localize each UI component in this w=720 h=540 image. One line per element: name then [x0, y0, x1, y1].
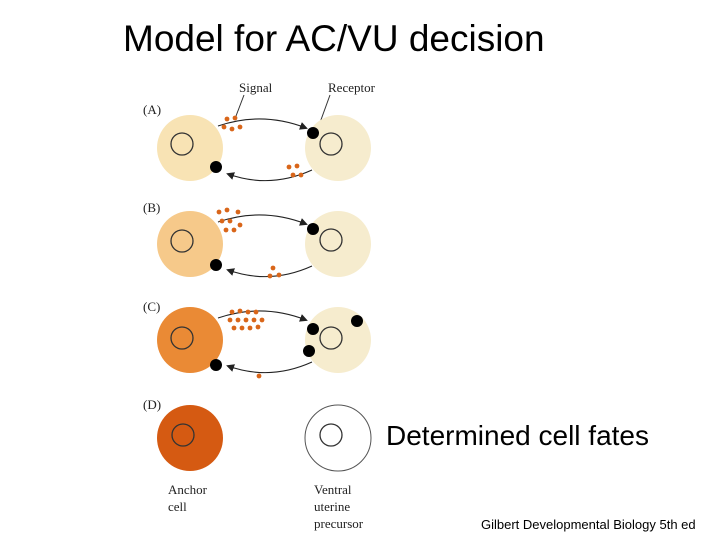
arrow-a-top	[217, 118, 308, 130]
receptor-b-anchor	[210, 259, 222, 271]
signal-dots-b-top	[216, 207, 243, 233]
receptor-c-vu-2	[351, 315, 363, 327]
vu-cell-name-line1: Ventral	[314, 482, 352, 497]
anchor-cell-a	[157, 115, 223, 181]
receptor-a-anchor	[210, 161, 222, 173]
signal-dots-b-bottom	[267, 265, 282, 279]
panel-label-a: (A)	[143, 102, 161, 117]
anchor-nucleus-b	[170, 229, 194, 253]
signal-pointer	[235, 94, 245, 117]
receptor-b-vu	[307, 223, 319, 235]
anchor-nucleus-d	[171, 423, 195, 447]
signal-label: Signal	[239, 80, 273, 95]
page-title: Model for AC/VU decision	[123, 18, 545, 59]
determined-cell-fates-label: Determined cell fates	[386, 420, 650, 451]
panel-label-c: (C)	[143, 299, 160, 314]
signal-dots-c-bottom	[256, 373, 262, 379]
panel-label-b: (B)	[143, 200, 160, 215]
vu-cell-b	[305, 211, 371, 277]
anchor-cell-name-line2: cell	[168, 499, 187, 514]
receptor-c-vu-3	[303, 345, 315, 357]
arrow-c-bottom	[226, 361, 313, 374]
anchor-cell-b	[157, 211, 223, 277]
anchor-cell-d	[157, 405, 223, 471]
vu-nucleus-b	[319, 228, 343, 252]
vu-cell-a	[305, 115, 371, 181]
source-credit: Gilbert Developmental Biology 5th ed	[481, 517, 696, 532]
signal-dots-a-top	[221, 115, 243, 132]
vu-nucleus-a	[319, 132, 343, 156]
arrow-b-top	[217, 214, 308, 226]
anchor-nucleus-a	[170, 132, 194, 156]
vu-nucleus-c	[319, 326, 343, 350]
panel-label-d: (D)	[143, 397, 161, 412]
receptor-a-vu	[307, 127, 319, 139]
receptor-c-vu-1	[307, 323, 319, 335]
vu-cell-name-line2: uterine	[314, 499, 350, 514]
receptor-c-anchor	[210, 359, 222, 371]
receptor-label: Receptor	[328, 80, 376, 95]
vu-cell-d	[304, 404, 372, 472]
vu-nucleus-d	[319, 423, 343, 447]
signal-dots-c-top	[227, 308, 265, 331]
anchor-cell-name-line1: Anchor	[168, 482, 208, 497]
anchor-nucleus-c	[170, 326, 194, 350]
signal-dots-a-bottom	[286, 163, 304, 178]
vu-cell-name-line3: precursor	[314, 516, 364, 531]
arrow-c-top	[217, 310, 308, 322]
anchor-cell-c	[157, 307, 223, 373]
arrow-a-bottom	[226, 169, 313, 182]
